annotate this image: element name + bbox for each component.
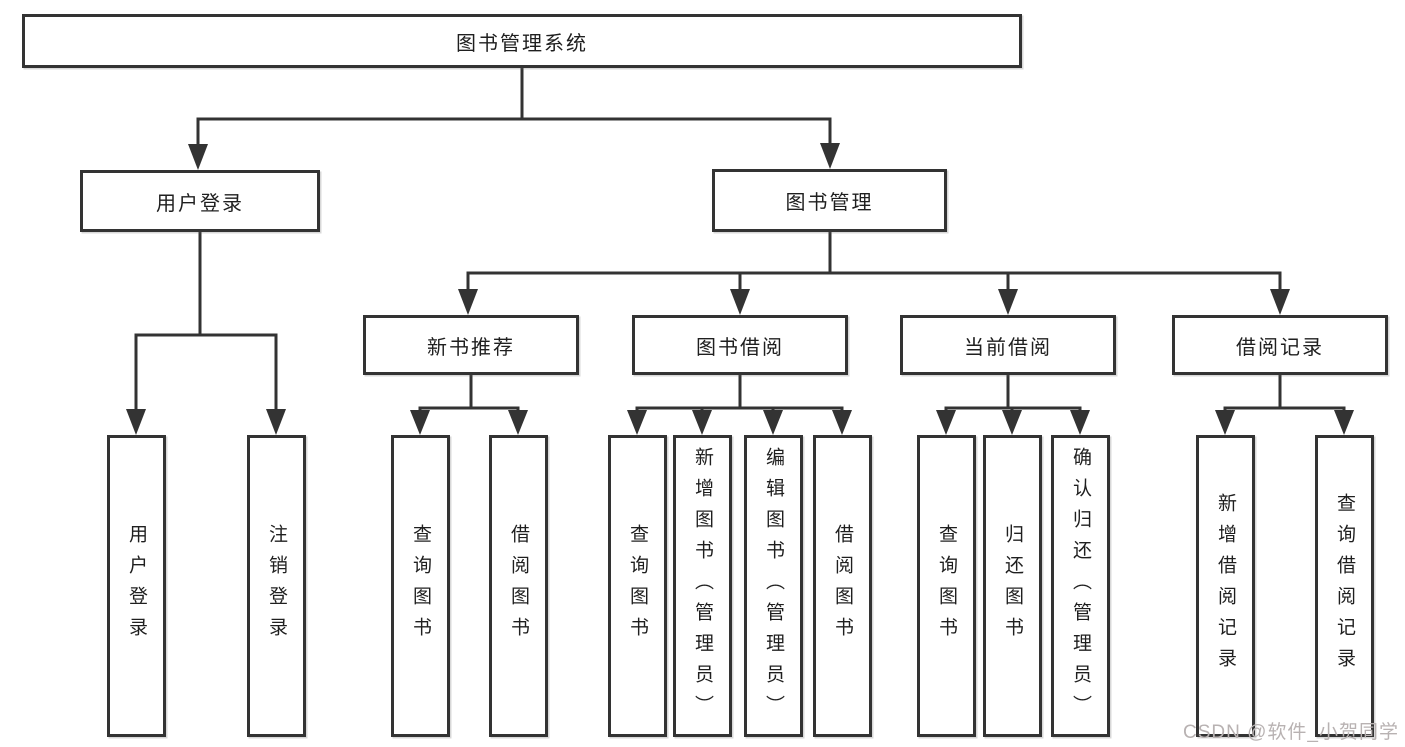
node-label: 编辑图书（管理员） bbox=[763, 446, 784, 726]
node-label: 查询图书 bbox=[627, 524, 648, 648]
leaf-borrowing-add-books-admin: 新增图书（管理员） bbox=[673, 435, 732, 737]
leaf-borrowing-query-books: 查询图书 bbox=[608, 435, 667, 737]
leaf-borrowing-borrow-books: 借阅图书 bbox=[813, 435, 872, 737]
node-current-borrowing: 当前借阅 bbox=[900, 315, 1116, 375]
node-label: 借阅图书 bbox=[832, 524, 853, 648]
node-label: 查询图书 bbox=[410, 524, 431, 648]
node-label: 查询借阅记录 bbox=[1334, 493, 1355, 679]
leaf-borrowing-edit-books-admin: 编辑图书（管理员） bbox=[744, 435, 803, 737]
node-label: 查询图书 bbox=[936, 524, 957, 648]
node-label: 新增借阅记录 bbox=[1215, 493, 1236, 679]
node-label: 确认归还（管理员） bbox=[1070, 446, 1091, 726]
leaf-current-confirm-return-admin: 确认归还（管理员） bbox=[1051, 435, 1110, 737]
node-label: 新增图书（管理员） bbox=[692, 446, 713, 726]
node-label: 图书管理 bbox=[785, 192, 874, 214]
node-label: 新书推荐 bbox=[427, 336, 515, 359]
node-label: 当前借阅 bbox=[964, 336, 1052, 359]
node-book-borrowing: 图书借阅 bbox=[632, 315, 848, 375]
leaf-recommend-query-books: 查询图书 bbox=[391, 435, 450, 737]
node-label: 图书管理系统 bbox=[456, 32, 588, 55]
leaf-recommend-borrow-books: 借阅图书 bbox=[489, 435, 548, 737]
node-label: 图书借阅 bbox=[696, 336, 784, 359]
leaf-records-add-record: 新增借阅记录 bbox=[1196, 435, 1255, 737]
node-user-login-group: 用户登录 bbox=[80, 170, 320, 232]
node-borrowing-records: 借阅记录 bbox=[1172, 315, 1388, 375]
leaf-current-return-books: 归还图书 bbox=[983, 435, 1042, 737]
node-label: 用户登录 bbox=[156, 192, 244, 215]
node-library-management-system: 图书管理系统 bbox=[22, 14, 1022, 68]
arrowheads bbox=[126, 143, 1354, 435]
node-label: 注销登录 bbox=[266, 524, 287, 648]
node-book-management-group: 图书管理 bbox=[712, 169, 947, 232]
csdn-watermark: CSDN @软件_小贺同学 bbox=[1183, 722, 1399, 743]
node-label: 归还图书 bbox=[1002, 524, 1023, 648]
leaf-user-login: 用户登录 bbox=[107, 435, 166, 737]
leaf-logout: 注销登录 bbox=[247, 435, 306, 737]
leaf-current-query-books: 查询图书 bbox=[917, 435, 976, 737]
node-label: 用户登录 bbox=[126, 524, 147, 648]
node-new-book-recommendation: 新书推荐 bbox=[363, 315, 579, 375]
node-label: 借阅记录 bbox=[1236, 336, 1324, 359]
leaf-records-query-record: 查询借阅记录 bbox=[1315, 435, 1374, 737]
node-label: 借阅图书 bbox=[508, 524, 529, 648]
